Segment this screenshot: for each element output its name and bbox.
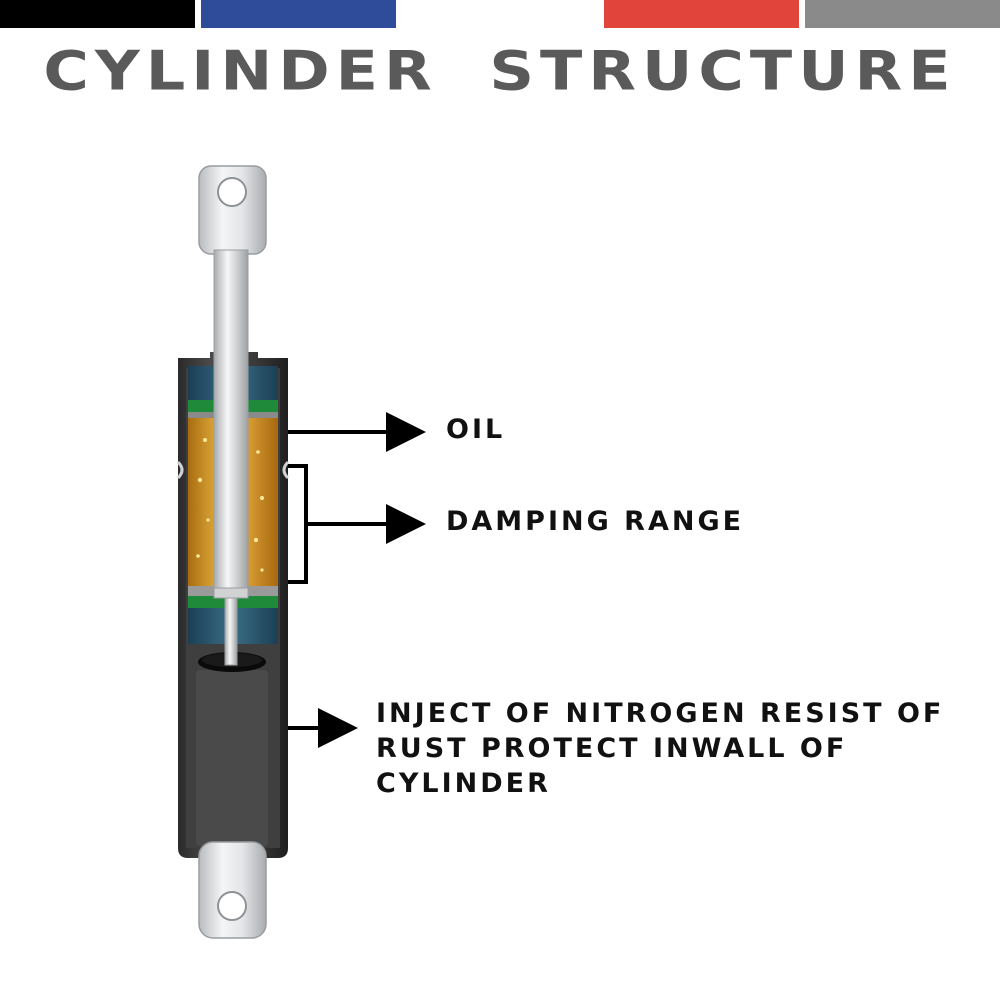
nitrogen-label: INJECT OF NITROGEN RESIST OF RUST PROTEC… <box>376 698 945 799</box>
color-bar-black <box>0 0 196 28</box>
damping-range-bracket <box>288 464 426 584</box>
top-eyelet <box>198 165 267 255</box>
color-bar-white <box>402 0 598 28</box>
header-color-bar <box>0 0 1000 28</box>
color-bar-red <box>603 0 799 28</box>
piston-rod <box>213 249 249 666</box>
color-bar-gray <box>804 0 1000 28</box>
oil-label: OIL <box>446 414 506 445</box>
damping-range-label: DAMPING RANGE <box>446 506 745 537</box>
nitrogen-chamber <box>196 670 268 846</box>
color-bar-blue <box>201 0 397 28</box>
page-title: CYLINDER STRUCTURE <box>43 38 957 103</box>
bottom-eyelet <box>198 841 267 939</box>
